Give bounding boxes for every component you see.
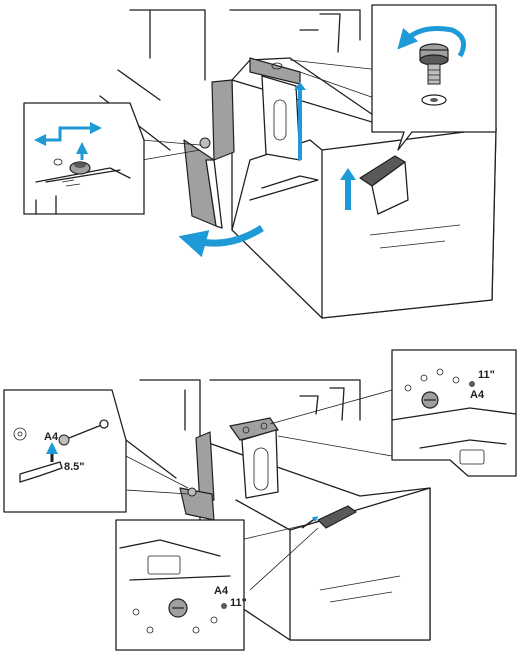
- side-guide-left-bottom: [180, 432, 214, 520]
- side-guide-left-top: [184, 80, 234, 228]
- panel-bottom: A4 8.5" 11" A4: [4, 350, 516, 650]
- guide-right-label-11: 11": [478, 369, 495, 381]
- guide-right-label-a4: A4: [470, 389, 485, 401]
- guide-left-label-a4: A4: [214, 585, 229, 597]
- scale-label-a4: A4: [44, 431, 59, 443]
- guide-slide-callout: [24, 103, 200, 214]
- guide-right-callout: 11" A4: [270, 350, 516, 476]
- guide-left-label-11: 11": [230, 597, 247, 609]
- scale-callout: A4 8.5": [4, 390, 188, 512]
- scale-label-85: 8.5": [64, 461, 85, 473]
- panel-top: [24, 5, 496, 318]
